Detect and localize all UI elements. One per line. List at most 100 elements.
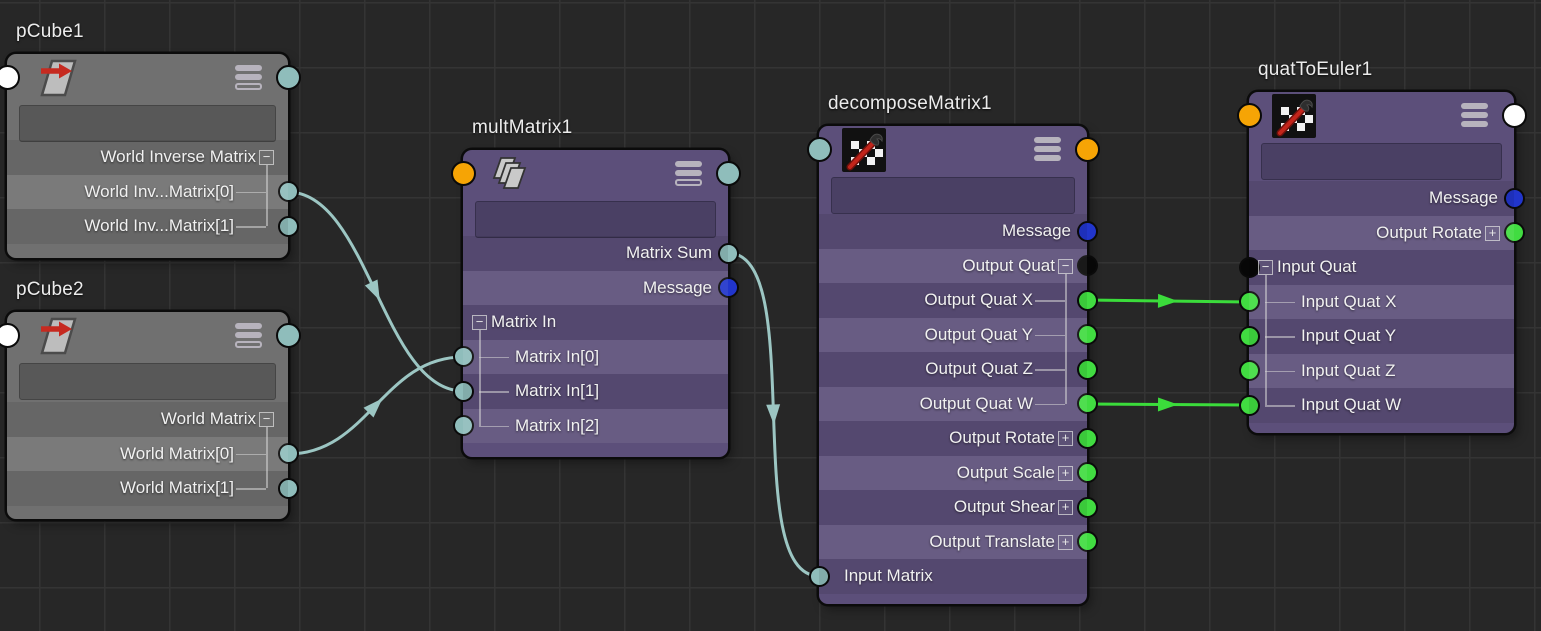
tree-stub-line bbox=[1035, 334, 1065, 337]
port-decomposeMatrix1-row2-right[interactable] bbox=[1076, 289, 1098, 311]
port-multMatrix1-row3-left[interactable] bbox=[452, 346, 474, 368]
menu-bar bbox=[235, 83, 262, 90]
port-multMatrix1-row5-left[interactable] bbox=[452, 415, 474, 437]
port-quatToEuler1-header-left[interactable] bbox=[1236, 102, 1262, 128]
port-quatToEuler1-row0-right[interactable] bbox=[1503, 187, 1525, 209]
row-world-matrix-1[interactable]: World Matrix[1] bbox=[7, 471, 288, 506]
port-multMatrix1-row1-right[interactable] bbox=[717, 277, 739, 299]
menu-icon[interactable] bbox=[675, 161, 702, 189]
node-header bbox=[7, 312, 288, 358]
collapse-box-icon[interactable]: − bbox=[1058, 258, 1073, 274]
row-matrix-in[interactable]: Matrix In− bbox=[463, 305, 728, 340]
port-decomposeMatrix1-row6-right[interactable] bbox=[1076, 427, 1098, 449]
port-quatToEuler1-row4-left[interactable] bbox=[1238, 325, 1260, 347]
port-pCube2-header-right[interactable] bbox=[275, 322, 301, 348]
collapse-box-icon[interactable]: − bbox=[1258, 260, 1273, 275]
expand-box-icon[interactable]: + bbox=[1058, 534, 1073, 550]
node-pCube2[interactable]: pCube2 World Matrix−World Matrix[0]World… bbox=[0, 279, 301, 519]
expand-box-icon[interactable]: + bbox=[1058, 500, 1073, 515]
row-message[interactable]: Message bbox=[1249, 181, 1514, 216]
menu-icon[interactable] bbox=[1461, 103, 1488, 130]
node-pCube1[interactable]: pCube1 World Inverse Matrix−World Inv...… bbox=[0, 21, 301, 258]
row-input-matrix[interactable]: Input Matrix bbox=[819, 559, 1087, 594]
name-field[interactable] bbox=[1261, 143, 1502, 180]
row-world-inverse-matrix[interactable]: World Inverse Matrix− bbox=[7, 140, 288, 175]
node-title: quatToEuler1 bbox=[1258, 59, 1373, 80]
collapse-box-icon[interactable]: − bbox=[259, 150, 274, 165]
port-decomposeMatrix1-row1-right[interactable] bbox=[1076, 255, 1098, 277]
row-label: Output Shear bbox=[953, 497, 1055, 516]
row-output-quat-z[interactable]: Output Quat Z bbox=[819, 352, 1087, 387]
name-field[interactable] bbox=[19, 105, 276, 142]
row-output-quat[interactable]: Output Quat− bbox=[819, 248, 1087, 283]
port-pCube1-header-left[interactable] bbox=[0, 64, 20, 90]
port-pCube2-header-left[interactable] bbox=[0, 322, 20, 348]
row-output-quat-y[interactable]: Output Quat Y bbox=[819, 317, 1087, 352]
row-input-quat-x[interactable]: Input Quat X bbox=[1249, 284, 1514, 319]
expand-box-icon[interactable]: + bbox=[1485, 225, 1500, 241]
port-decomposeMatrix1-row10-left[interactable] bbox=[808, 565, 830, 587]
port-decomposeMatrix1-row5-right[interactable] bbox=[1076, 393, 1098, 415]
row-output-rotate[interactable]: Output Rotate+ bbox=[819, 421, 1087, 456]
port-decomposeMatrix1-header-right[interactable] bbox=[1074, 136, 1100, 162]
port-quatToEuler1-row1-right[interactable] bbox=[1503, 222, 1525, 244]
port-decomposeMatrix1-row0-right[interactable] bbox=[1076, 220, 1098, 242]
port-quatToEuler1-row3-left[interactable] bbox=[1238, 291, 1260, 313]
port-decomposeMatrix1-row8-right[interactable] bbox=[1076, 496, 1098, 518]
collapse-box-icon[interactable]: − bbox=[472, 315, 487, 330]
menu-bar bbox=[235, 74, 262, 80]
port-multMatrix1-header-right[interactable] bbox=[715, 160, 741, 186]
row-label: Message bbox=[1429, 188, 1498, 207]
name-field[interactable] bbox=[475, 201, 716, 238]
menu-icon[interactable] bbox=[1034, 137, 1061, 164]
menu-bar bbox=[235, 341, 262, 348]
row-input-quat[interactable]: Input Quat− bbox=[1249, 250, 1514, 285]
row-message[interactable]: Message bbox=[463, 270, 728, 305]
menu-icon[interactable] bbox=[235, 65, 262, 93]
port-multMatrix1-header-left[interactable] bbox=[450, 160, 476, 186]
port-pCube1-header-right[interactable] bbox=[275, 64, 301, 90]
row-label: Output Quat Y bbox=[924, 324, 1033, 344]
tree-stub-line bbox=[236, 191, 266, 194]
port-pCube1-row2-right[interactable] bbox=[277, 215, 299, 237]
port-decomposeMatrix1-row7-right[interactable] bbox=[1076, 462, 1098, 484]
row-label: Output Rotate bbox=[1376, 222, 1482, 242]
port-decomposeMatrix1-row9-right[interactable] bbox=[1076, 531, 1098, 553]
row-label: Message bbox=[1002, 221, 1071, 240]
menu-icon[interactable] bbox=[235, 323, 262, 351]
row-label: World Matrix[0] bbox=[120, 443, 234, 463]
port-multMatrix1-row0-right[interactable] bbox=[717, 242, 739, 264]
port-pCube1-row1-right[interactable] bbox=[277, 181, 299, 203]
row-label: Input Quat bbox=[1277, 257, 1357, 276]
name-field[interactable] bbox=[19, 363, 276, 400]
port-pCube2-row2-right[interactable] bbox=[277, 477, 299, 499]
row-label: World Inverse Matrix bbox=[100, 147, 256, 166]
port-quatToEuler1-row6-left[interactable] bbox=[1238, 394, 1260, 416]
row-label: World Matrix bbox=[160, 409, 256, 428]
port-quatToEuler1-header-right[interactable] bbox=[1501, 102, 1527, 128]
port-multMatrix1-row4-left[interactable] bbox=[452, 380, 474, 402]
row-message[interactable]: Message bbox=[819, 214, 1087, 249]
row-output-shear[interactable]: Output Shear+ bbox=[819, 490, 1087, 525]
expand-box-icon[interactable]: + bbox=[1058, 431, 1073, 446]
row-output-scale[interactable]: Output Scale+ bbox=[819, 455, 1087, 490]
row-matrix-sum[interactable]: Matrix Sum bbox=[463, 236, 728, 271]
port-decomposeMatrix1-row4-right[interactable] bbox=[1076, 358, 1098, 380]
port-pCube2-row1-right[interactable] bbox=[277, 443, 299, 465]
collapse-box-icon[interactable]: − bbox=[259, 412, 274, 427]
port-decomposeMatrix1-row3-right[interactable] bbox=[1076, 324, 1098, 346]
transform-icon bbox=[39, 58, 79, 103]
port-decomposeMatrix1-header-left[interactable] bbox=[806, 136, 832, 162]
name-field[interactable] bbox=[831, 177, 1075, 214]
row-output-rotate[interactable]: Output Rotate+ bbox=[1249, 215, 1514, 250]
port-quatToEuler1-row5-left[interactable] bbox=[1238, 360, 1260, 382]
row-output-translate[interactable]: Output Translate+ bbox=[819, 524, 1087, 559]
tree-vertical-line bbox=[266, 427, 268, 489]
row-world-matrix[interactable]: World Matrix− bbox=[7, 402, 288, 437]
expand-box-icon[interactable]: + bbox=[1058, 465, 1073, 481]
